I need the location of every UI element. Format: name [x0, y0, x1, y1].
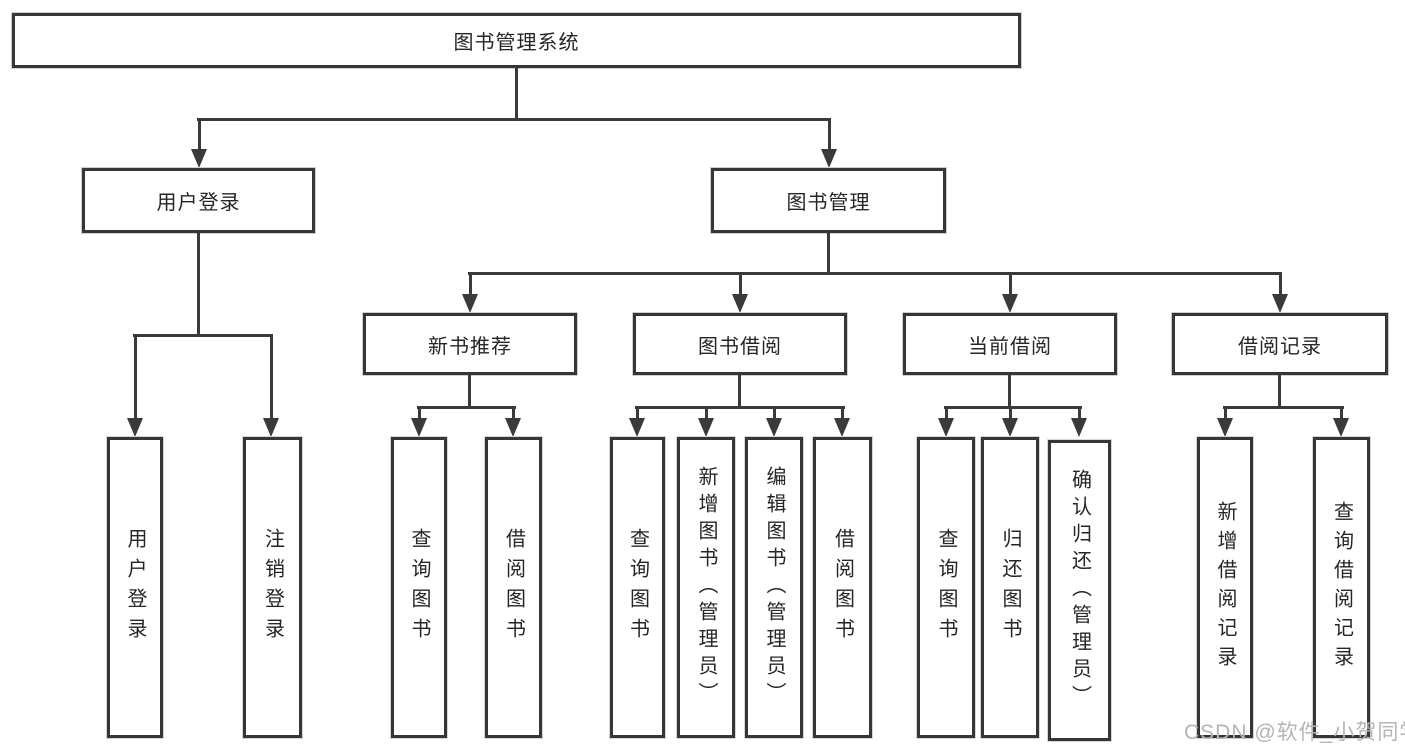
node-book-borrow: 图书借阅	[633, 313, 847, 375]
leaf-label: 注销登录	[261, 527, 284, 648]
arrow-down-icon	[821, 149, 837, 168]
arrow-down-icon	[263, 418, 279, 437]
arrow-down-icon	[1217, 418, 1233, 437]
leaf-add-books-admin: 新增图书（管理员）	[677, 437, 735, 738]
connector-line	[417, 406, 516, 409]
connector-line	[133, 334, 273, 337]
connector-line	[828, 118, 831, 154]
node-label: 借阅记录	[1238, 335, 1322, 358]
connector-line	[469, 272, 472, 300]
arrow-down-icon	[1002, 294, 1018, 313]
node-book-management: 图书管理	[711, 168, 946, 233]
arrow-down-icon	[411, 418, 427, 437]
connector-line	[1223, 406, 1344, 409]
leaf-label: 查询图书	[408, 527, 430, 648]
connector-line	[1278, 375, 1281, 409]
node-borrow-record: 借阅记录	[1172, 313, 1388, 375]
node-current-borrow: 当前借阅	[903, 313, 1117, 375]
arrow-down-icon	[834, 418, 850, 437]
leaf-borrow-books-recommend: 借阅图书	[485, 437, 542, 738]
leaf-return-books: 归还图书	[981, 437, 1039, 738]
connector-line	[270, 334, 273, 422]
leaf-label: 新增借阅记录	[1214, 500, 1236, 675]
connector-line	[739, 272, 742, 300]
leaf-label: 用户登录	[124, 527, 146, 648]
arrow-down-icon	[766, 418, 782, 437]
node-label: 用户登录	[156, 192, 241, 214]
leaf-add-borrow-record: 新增借阅记录	[1197, 437, 1253, 738]
connector-line	[1009, 272, 1012, 300]
connector-line	[418, 406, 421, 422]
node-new-book-recommend: 新书推荐	[363, 313, 577, 375]
arrow-down-icon	[127, 418, 143, 437]
leaf-edit-books-admin: 编辑图书（管理员）	[745, 437, 803, 738]
leaf-label: 借阅图书	[831, 527, 854, 648]
leaf-label: 确认归还（管理员）	[1068, 469, 1091, 712]
connector-line	[738, 375, 741, 409]
connector-line	[197, 233, 200, 337]
node-library-system: 图书管理系统	[12, 13, 1021, 68]
connector-line	[636, 406, 639, 422]
leaf-user-login: 用户登录	[107, 437, 163, 738]
connector-line	[1009, 406, 1012, 422]
connector-line	[635, 406, 845, 409]
leaf-query-books-borrow: 查询图书	[610, 437, 665, 738]
node-label: 图书借阅	[698, 335, 782, 358]
connector-line	[1224, 406, 1227, 422]
connector-line	[1008, 375, 1011, 409]
arrow-down-icon	[938, 418, 954, 437]
node-label: 新书推荐	[428, 335, 512, 358]
connector-line	[468, 375, 471, 409]
arrow-down-icon	[1333, 418, 1349, 437]
connector-line	[1340, 406, 1343, 422]
csdn-watermark: CSDN @软件_小贺同学	[1184, 721, 1405, 744]
connector-line	[134, 334, 137, 422]
node-label: 图书管理	[786, 192, 871, 214]
arrow-down-icon	[732, 294, 748, 313]
arrow-down-icon	[1071, 418, 1087, 437]
connector-line	[468, 272, 1282, 275]
leaf-logout: 注销登录	[243, 437, 302, 738]
leaf-label: 借阅图书	[502, 527, 525, 648]
connector-line	[944, 406, 1082, 409]
leaf-label: 编辑图书（管理员）	[763, 466, 785, 709]
node-label: 图书管理系统	[453, 32, 580, 54]
leaf-query-books-current: 查询图书	[917, 437, 975, 738]
leaf-borrow-books: 借阅图书	[813, 437, 872, 738]
leaf-label: 查询图书	[935, 527, 957, 648]
leaf-query-borrow-record: 查询借阅记录	[1313, 437, 1370, 738]
arrow-down-icon	[505, 418, 521, 437]
node-user-login: 用户登录	[82, 168, 315, 233]
leaf-label: 新增图书（管理员）	[695, 466, 717, 709]
leaf-query-books-recommend: 查询图书	[391, 437, 447, 738]
arrow-down-icon	[629, 418, 645, 437]
connector-line	[198, 118, 201, 154]
leaf-label: 查询图书	[626, 527, 649, 648]
arrow-down-icon	[191, 149, 207, 168]
connector-line	[705, 406, 708, 422]
connector-line	[515, 68, 518, 121]
connector-line	[945, 406, 948, 422]
leaf-confirm-return-admin: 确认归还（管理员）	[1048, 440, 1111, 741]
connector-line	[827, 233, 830, 275]
node-label: 当前借阅	[968, 335, 1052, 358]
connector-line	[841, 406, 844, 422]
connector-line	[512, 406, 515, 422]
connector-line	[773, 406, 776, 422]
leaf-label: 归还图书	[999, 527, 1021, 648]
arrow-down-icon	[1272, 294, 1288, 313]
connector-line	[197, 118, 831, 121]
arrow-down-icon	[462, 294, 478, 313]
connector-line	[1078, 406, 1081, 422]
arrow-down-icon	[1002, 418, 1018, 437]
leaf-label: 查询借阅记录	[1330, 500, 1353, 675]
arrow-down-icon	[698, 418, 714, 437]
connector-line	[1279, 272, 1282, 300]
